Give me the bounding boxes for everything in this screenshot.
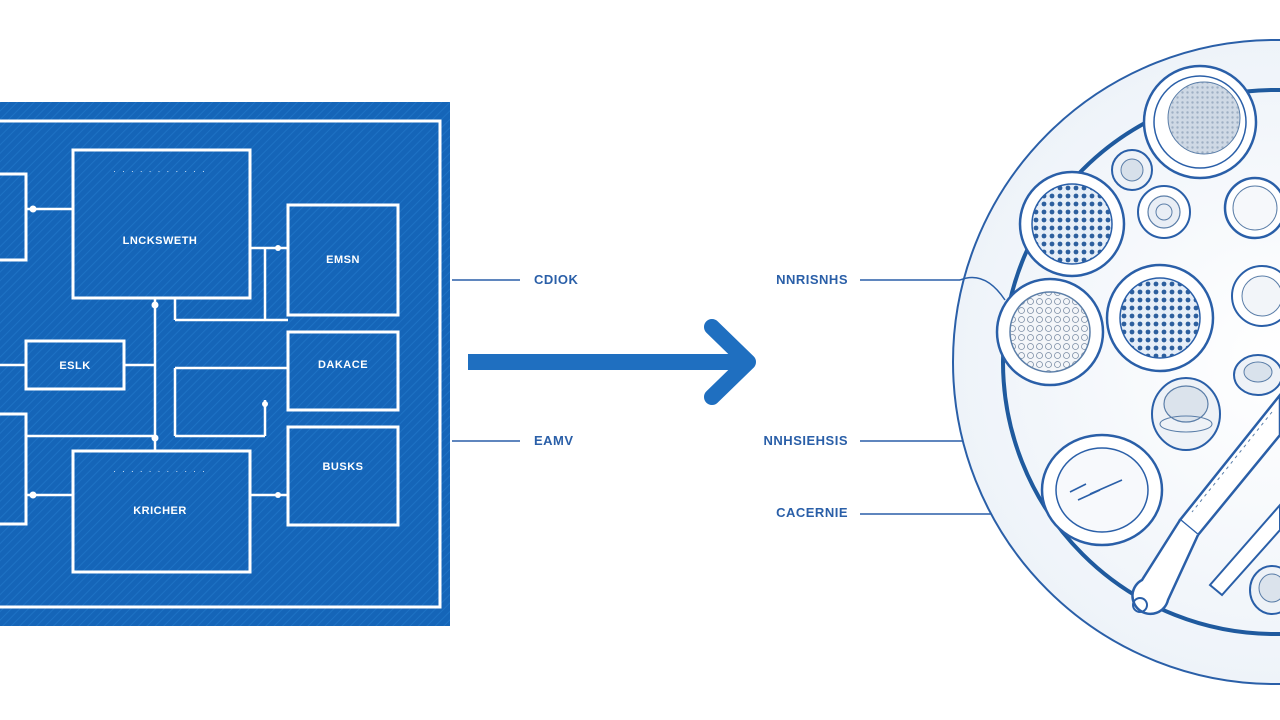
dish-grey-bubbles (995, 277, 1105, 387)
dish-bottom-right (1249, 565, 1280, 615)
box-right-mid-label: DAKACE (318, 359, 368, 371)
box-mid-small-label: ESLK (59, 360, 90, 372)
dish-labelled-jar (1040, 433, 1164, 547)
blueprint-panel: · · · · · · · · · · · LNCKSWETH EMSN ESL… (0, 102, 450, 626)
dish-right-1 (1231, 265, 1280, 327)
blueprint-inner-frame (0, 119, 442, 609)
label-left-bottom: EAMV (534, 433, 574, 448)
dish-right-2 (1233, 354, 1280, 396)
plate-inner-rim (1001, 88, 1280, 636)
box-top-main-caption: · · · · · · · · · · · (113, 167, 207, 176)
dish-blue-dots-2 (1105, 263, 1215, 373)
dish-small-1 (1111, 149, 1153, 191)
spatula-tool (1131, 392, 1280, 616)
box-right-mid: DAKACE (286, 330, 400, 412)
box-bottom-main-label: KRICHER (133, 505, 187, 517)
left-edge-blocks (0, 172, 28, 526)
dish-top-large (1142, 64, 1258, 180)
rod-tool (1208, 503, 1280, 597)
dish-small-3 (1223, 176, 1280, 240)
right-side-labels: NNRISNHS NNHSIEHSIS CACERNIE (764, 272, 1050, 520)
left-side-labels: CDIOK EAMV (452, 272, 579, 448)
box-right-top: EMSN (286, 203, 400, 317)
dish-small-2 (1137, 185, 1191, 239)
label-left-top: CDIOK (534, 272, 579, 287)
box-right-bottom: BUSKS (286, 425, 400, 527)
blueprint-background (0, 102, 450, 626)
connector-dots (29, 205, 281, 499)
right-arrow-icon (468, 319, 756, 405)
box-right-top-label: EMSN (326, 254, 360, 266)
dish-blue-dots-1 (1018, 170, 1126, 278)
label-right-2: NNHSIEHSIS (764, 433, 848, 448)
label-right-1: NNRISNHS (776, 272, 848, 287)
dish-mid-small (1151, 377, 1221, 451)
box-top-main-label: LNCKSWETH (123, 235, 198, 247)
box-right-bottom-label: BUSKS (322, 461, 363, 473)
blueprint-connectors (0, 207, 288, 497)
box-bottom-main-caption: · · · · · · · · · · · (113, 467, 207, 476)
label-right-3: CACERNIE (776, 505, 848, 520)
petri-dish-tray-icon (952, 39, 1280, 685)
box-mid-small: ESLK (24, 339, 126, 391)
box-bottom-main: · · · · · · · · · · · KRICHER (71, 449, 252, 574)
box-top-main: · · · · · · · · · · · LNCKSWETH (71, 148, 252, 300)
